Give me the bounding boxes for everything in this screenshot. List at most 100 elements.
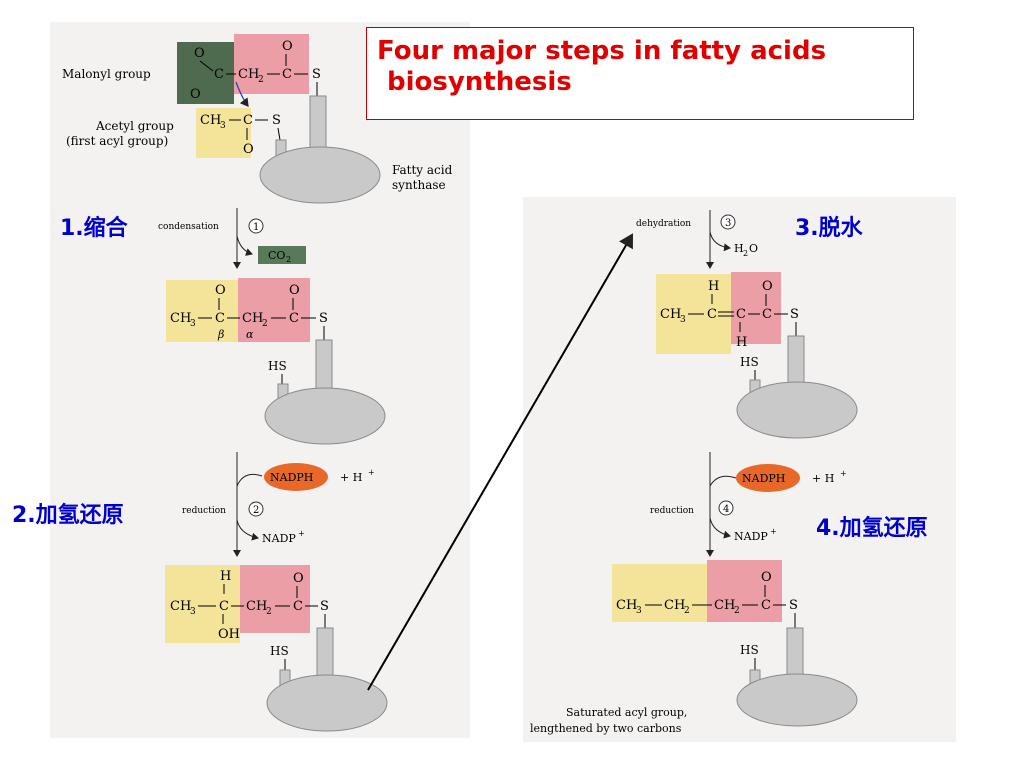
butyryl-pink bbox=[707, 560, 782, 622]
chem-label: H bbox=[736, 335, 747, 350]
chem-label: CH bbox=[238, 67, 259, 82]
acetyl-box bbox=[196, 108, 251, 158]
butyryl-yellow bbox=[612, 564, 707, 622]
connector-arrow bbox=[367, 233, 634, 691]
chem-label: OH bbox=[218, 627, 240, 642]
fatty-acid-synthase-2 bbox=[264, 387, 386, 445]
acetyl-label: Acetyl group bbox=[95, 119, 174, 133]
co2-box bbox=[258, 246, 306, 264]
chem-label: C bbox=[215, 311, 225, 326]
saturated-label-1: Saturated acyl group, bbox=[566, 706, 687, 719]
chem-label: Fatty acid bbox=[392, 163, 453, 177]
diagram-shape bbox=[236, 519, 259, 541]
title-line-1: Four major steps in fatty acids bbox=[377, 36, 827, 66]
chem-label: + bbox=[298, 529, 305, 538]
chem-label: 3 bbox=[680, 315, 686, 325]
step-4-label: 4.加氢还原 bbox=[816, 516, 928, 541]
chem-label: HS bbox=[740, 643, 759, 657]
diagram-shape bbox=[236, 235, 253, 256]
chem-label: 1 bbox=[253, 222, 259, 233]
chem-label: 3 bbox=[190, 319, 196, 329]
acetyl-sublabel: (first acyl group) bbox=[66, 134, 168, 148]
diagram-shape bbox=[236, 473, 263, 487]
chem-label: 2 bbox=[684, 606, 690, 616]
chem-label: HS bbox=[740, 355, 759, 369]
chem-label: C bbox=[762, 307, 772, 322]
chem-label: S bbox=[790, 307, 799, 322]
acetoacetyl-pink bbox=[238, 278, 310, 342]
fatty-acid-synthase-3 bbox=[266, 674, 388, 732]
chem-label: 2 bbox=[743, 249, 748, 258]
chem-label: 2 bbox=[262, 319, 268, 329]
reduction-label-1: reduction bbox=[182, 506, 226, 516]
chem-label: 2 bbox=[266, 607, 272, 617]
chem-label: S bbox=[272, 113, 281, 128]
chem-label: O bbox=[243, 142, 254, 157]
chem-label: HS bbox=[270, 644, 289, 658]
chem-label: H bbox=[734, 242, 744, 255]
chem-label: 2 bbox=[258, 75, 264, 85]
chem-label: CH bbox=[660, 307, 681, 322]
dehydration-label: dehydration bbox=[636, 219, 691, 229]
chem-label: S bbox=[312, 67, 321, 82]
chem-label: CH bbox=[616, 598, 637, 613]
chem-label: S bbox=[789, 598, 798, 613]
diagram-shape bbox=[720, 214, 736, 230]
diagram-shape bbox=[248, 501, 264, 517]
chem-label: 2 bbox=[253, 505, 259, 516]
chem-label: + bbox=[770, 527, 777, 536]
hydroxy-pink bbox=[240, 565, 310, 633]
chem-label: O bbox=[762, 279, 773, 294]
reduction-label-2: reduction bbox=[650, 506, 694, 516]
chem-label: + bbox=[368, 468, 375, 477]
chem-label: 2 bbox=[734, 606, 740, 616]
chem-label: H bbox=[708, 279, 719, 294]
chem-label: C bbox=[214, 67, 224, 82]
fatty-acid-synthase-5 bbox=[736, 673, 858, 727]
chem-label: CH bbox=[664, 598, 685, 613]
chem-label: C bbox=[219, 599, 229, 614]
diagram-shape bbox=[277, 127, 281, 141]
chem-label: 3 bbox=[190, 607, 196, 617]
chem-label: O bbox=[761, 570, 772, 585]
chem-label: O bbox=[289, 283, 300, 298]
chem-label: 2 bbox=[286, 255, 291, 264]
fatty-acid-synthase-1 bbox=[259, 146, 381, 204]
chem-label: α bbox=[246, 328, 254, 341]
title-box: Four major steps in fatty acids biosynth… bbox=[366, 27, 914, 120]
nadph-ellipse-2 bbox=[736, 464, 800, 492]
chem-label: C bbox=[736, 307, 746, 322]
chem-label: S bbox=[319, 311, 328, 326]
chem-label: + H bbox=[812, 472, 834, 485]
chem-label: C bbox=[707, 307, 717, 322]
condensation-label: condensation bbox=[158, 222, 219, 232]
nadph-ellipse-1 bbox=[264, 463, 328, 491]
diagram-shape bbox=[709, 231, 731, 252]
diagram-shape bbox=[235, 81, 249, 107]
chem-label: O bbox=[194, 46, 205, 61]
saturated-label-2: lengthened by two carbons bbox=[530, 722, 682, 735]
chem-label: O bbox=[749, 242, 758, 255]
chem-label: + H bbox=[340, 471, 362, 484]
chem-label: C bbox=[289, 311, 299, 326]
malonyl-carboxyl-box bbox=[177, 42, 234, 104]
step-1-label: 1.缩合 bbox=[60, 216, 128, 241]
chem-label: O bbox=[293, 571, 304, 586]
chem-label: S bbox=[320, 599, 329, 614]
chem-label: + bbox=[840, 469, 847, 478]
chem-label: NADP bbox=[734, 530, 768, 543]
fatty-acid-synthase-4 bbox=[736, 381, 858, 439]
step-3-label: 3.脱水 bbox=[795, 216, 863, 241]
chem-label: C bbox=[282, 67, 292, 82]
chem-label: HS bbox=[268, 359, 287, 373]
chem-label: synthase bbox=[392, 178, 446, 192]
chem-label: CH bbox=[714, 598, 735, 613]
chem-label: C bbox=[243, 113, 253, 128]
chem-label: NADP bbox=[262, 532, 296, 545]
chem-label: O bbox=[190, 87, 201, 102]
diagram-shape bbox=[709, 475, 737, 487]
malonyl-box bbox=[234, 34, 309, 94]
malonyl-label: Malonyl group bbox=[62, 67, 151, 81]
hydroxy-yellow bbox=[165, 565, 240, 643]
